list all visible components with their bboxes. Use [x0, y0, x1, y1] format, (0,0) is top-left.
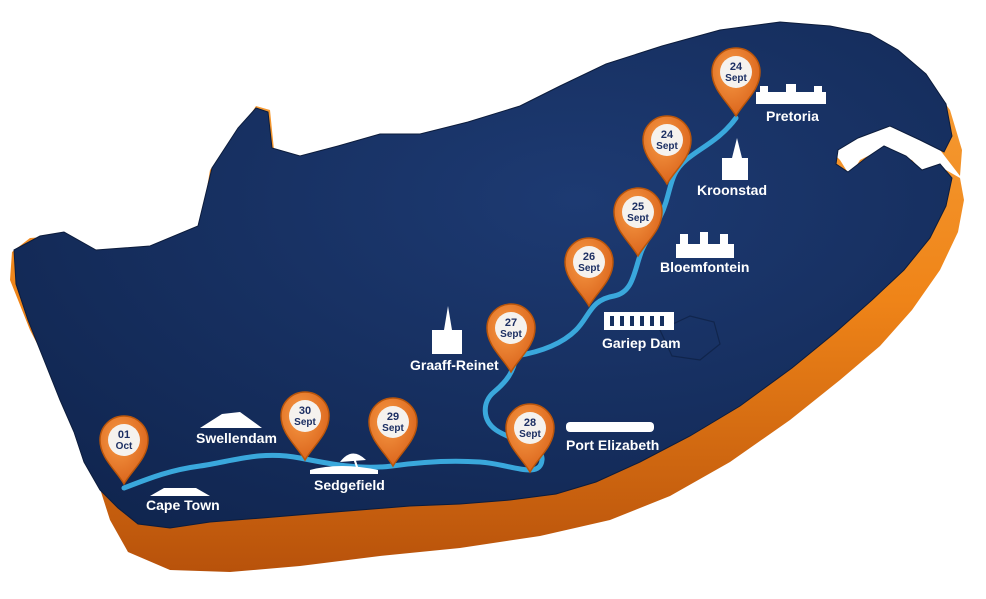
stadium-icon	[566, 422, 654, 432]
city-label-sedgefield: Sedgefield	[314, 477, 385, 493]
map-pin[interactable]: 24 Sept	[711, 47, 761, 118]
city-label-gariep-dam: Gariep Dam	[602, 335, 681, 351]
church-icon	[722, 138, 748, 180]
pin-date-month: Oct	[116, 441, 133, 452]
pin-date-month: Sept	[500, 329, 522, 340]
city-label-graaff-reinet: Graaff-Reinet	[410, 357, 499, 373]
city-label-bloemfontein: Bloemfontein	[660, 259, 749, 275]
map-pin[interactable]: 29 Sept	[368, 397, 418, 468]
monument-icon	[756, 84, 826, 104]
pin-date-day: 29	[387, 411, 399, 423]
country-land	[13, 21, 953, 529]
pin-date-day: 28	[524, 417, 536, 429]
pin-date-month: Sept	[294, 417, 316, 428]
beach-umbrella-icon	[310, 453, 378, 474]
dam-icon	[604, 312, 674, 330]
pin-date-month: Sept	[725, 73, 747, 84]
church-icon	[432, 306, 462, 354]
map-pin[interactable]: 26 Sept	[564, 237, 614, 308]
city-label-kroonstad: Kroonstad	[697, 182, 767, 198]
pin-date-month: Sept	[656, 141, 678, 152]
pin-date-month: Sept	[578, 263, 600, 274]
pin-date-month: Sept	[382, 423, 404, 434]
city-label-swellendam: Swellendam	[196, 430, 277, 446]
mountain-icon	[200, 412, 262, 428]
map-pin[interactable]: 28 Sept	[505, 403, 555, 474]
building-icon	[676, 232, 734, 258]
pin-date-day: 30	[299, 405, 311, 417]
city-label-cape-town: Cape Town	[146, 497, 220, 513]
pin-date-day: 01	[118, 429, 130, 441]
city-label-port-elizabeth: Port Elizabeth	[566, 437, 659, 453]
map-pin[interactable]: 30 Sept	[280, 391, 330, 462]
route-pins: 24 Sept 24 Sept 25 Sept 26 Sept 27 Sept	[99, 47, 761, 486]
pin-date-month: Sept	[627, 213, 649, 224]
city-label-pretoria: Pretoria	[766, 108, 819, 124]
pin-date-day: 24	[661, 129, 674, 141]
pin-date-day: 25	[632, 201, 644, 213]
enclave-outline	[659, 315, 721, 361]
pin-date-day: 24	[730, 61, 743, 73]
pin-date-day: 27	[505, 317, 517, 329]
map-pin[interactable]: 24 Sept	[642, 115, 692, 186]
map-pin[interactable]: 01 Oct	[99, 415, 149, 486]
table-mountain-icon	[150, 488, 210, 496]
map-pin[interactable]: 25 Sept	[613, 187, 663, 258]
pin-date-month: Sept	[519, 429, 541, 440]
map-pin[interactable]: 27 Sept	[486, 303, 536, 374]
pin-date-day: 26	[583, 251, 595, 263]
